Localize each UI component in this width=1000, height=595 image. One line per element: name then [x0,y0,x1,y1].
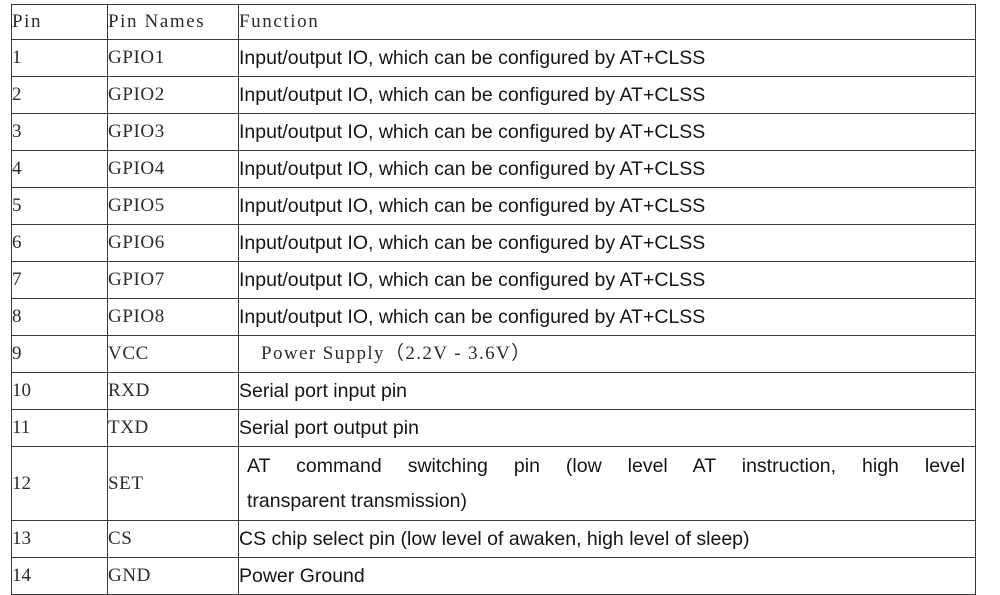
cell-pin: 10 [11,372,108,410]
cell-function: Input/output IO, which can be configured… [238,113,976,151]
table-row: 10 RXD Serial port input pin [11,372,976,410]
cell-pin: 13 [11,520,108,558]
cell-function: Input/output IO, which can be configured… [238,150,976,188]
cell-function: Input/output IO, which can be configured… [238,261,976,299]
table-row: 11 TXD Serial port output pin [11,409,976,447]
cell-pin-name: SET [107,446,239,521]
pin-function-table-container: Pin Pin Names Function 1 GPIO1 Input/out… [11,4,976,595]
cell-function-line-1: AT command switching pin (low level AT i… [247,455,965,477]
cell-pin-name: GND [107,557,239,595]
cell-function: Input/output IO, which can be configured… [238,298,976,336]
cell-pin-name: GPIO3 [107,113,239,151]
table-row: 7 GPIO7 Input/output IO, which can be co… [11,261,976,299]
table-row: 3 GPIO3 Input/output IO, which can be co… [11,113,976,151]
cell-function: Input/output IO, which can be configured… [238,76,976,114]
table-row: 4 GPIO4 Input/output IO, which can be co… [11,150,976,188]
cell-function: CS chip select pin (low level of awaken,… [238,520,976,558]
table-row: 9 VCC Power Supply（2.2V - 3.6V） [11,335,976,373]
cell-pin: 14 [11,557,108,595]
table-row: 2 GPIO2 Input/output IO, which can be co… [11,76,976,114]
table-row: 13 CS CS chip select pin (low level of a… [11,520,976,558]
cell-pin-name: GPIO8 [107,298,239,336]
cell-function: Serial port output pin [238,409,976,447]
column-header-pin-names: Pin Names [107,4,239,40]
cell-pin: 6 [11,224,108,262]
table-header-row: Pin Pin Names Function [11,4,976,40]
cell-pin-name: VCC [107,335,239,373]
cell-pin-name: RXD [107,372,239,410]
cell-pin-name: GPIO2 [107,76,239,114]
cell-pin: 9 [11,335,108,373]
cell-function: Serial port input pin [238,372,976,410]
table-row: 6 GPIO6 Input/output IO, which can be co… [11,224,976,262]
table-row: 14 GND Power Ground [11,557,976,595]
cell-function: Input/output IO, which can be configured… [238,224,976,262]
table-row: 8 GPIO8 Input/output IO, which can be co… [11,298,976,336]
cell-pin-name: TXD [107,409,239,447]
cell-pin-name: GPIO5 [107,187,239,225]
cell-pin-name: GPIO6 [107,224,239,262]
cell-function: Input/output IO, which can be configured… [238,39,976,77]
table-row: 5 GPIO5 Input/output IO, which can be co… [11,187,976,225]
cell-function: Power Ground [238,557,976,595]
cell-pin: 7 [11,261,108,299]
cell-pin-name: GPIO1 [107,39,239,77]
cell-pin: 12 [11,446,108,521]
cell-pin: 3 [11,113,108,151]
column-header-function: Function [238,4,976,40]
table-row: 12 SET AT command switching pin (low lev… [11,446,976,521]
cell-function-line-2: transparent transmission) [247,490,468,512]
cell-pin-name: GPIO7 [107,261,239,299]
cell-function: Power Supply（2.2V - 3.6V） [238,335,976,373]
table-row: 1 GPIO1 Input/output IO, which can be co… [11,39,976,77]
cell-function: Input/output IO, which can be configured… [238,187,976,225]
cell-pin-name: GPIO4 [107,150,239,188]
column-header-pin: Pin [11,4,108,40]
cell-pin: 4 [11,150,108,188]
cell-pin: 11 [11,409,108,447]
cell-pin: 8 [11,298,108,336]
cell-pin-name: CS [107,520,239,558]
cell-pin: 1 [11,39,108,77]
cell-function: AT command switching pin (low level AT i… [238,446,976,521]
cell-pin: 5 [11,187,108,225]
cell-pin: 2 [11,76,108,114]
pin-function-table: Pin Pin Names Function 1 GPIO1 Input/out… [11,4,976,595]
